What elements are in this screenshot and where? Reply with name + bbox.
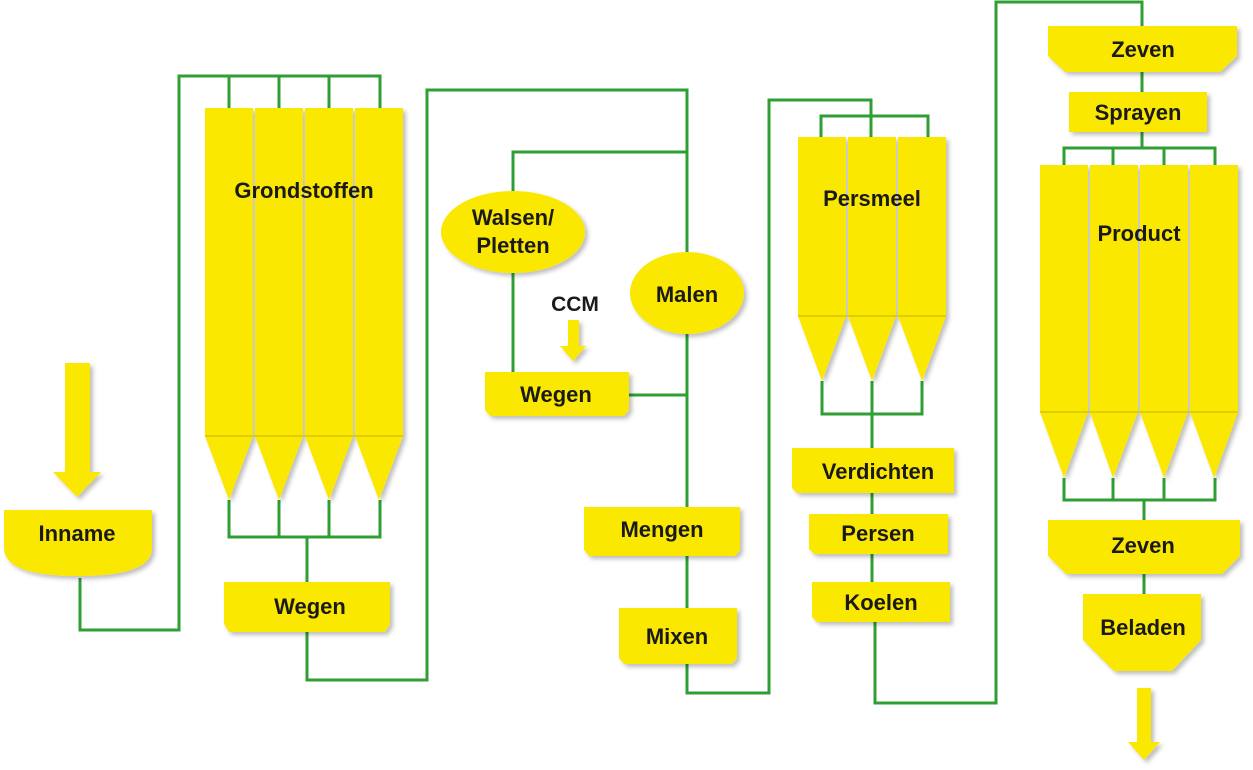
zeven-top-box: Zeven	[1048, 26, 1237, 72]
silo-1	[205, 108, 253, 500]
zeven-bottom-label: Zeven	[1111, 533, 1175, 558]
arrow-down-icon	[1128, 688, 1160, 760]
malen-ellipse: Malen	[630, 252, 744, 334]
verdichten-label: Verdichten	[822, 459, 934, 484]
beladen-hopper: Beladen	[1083, 594, 1201, 671]
inname-arrow	[53, 363, 101, 497]
product-label: Product	[1097, 221, 1181, 246]
persen-box: Persen	[809, 514, 948, 554]
ccm-label: CCM	[551, 293, 599, 316]
sprayen-box: Sprayen	[1069, 92, 1207, 132]
wegen-1-label: Wegen	[274, 594, 346, 619]
beladen-label: Beladen	[1100, 615, 1186, 640]
wegen-2-box: Wegen	[485, 372, 629, 416]
sprayen-label: Sprayen	[1095, 100, 1182, 125]
inname-label: Inname	[38, 521, 115, 546]
product-silo-4	[1190, 165, 1238, 478]
koelen-label: Koelen	[844, 590, 917, 615]
mengen-box: Mengen	[584, 507, 740, 556]
arrow-down-icon	[53, 363, 101, 497]
product-silo-3	[1140, 165, 1188, 478]
persen-label: Persen	[841, 521, 914, 546]
zeven-top-label: Zeven	[1111, 37, 1175, 62]
persmeel-silos	[798, 137, 946, 381]
malen-label: Malen	[656, 282, 718, 307]
persmeel-silo-2	[848, 137, 896, 381]
walsen-label-line1: Walsen/	[472, 205, 554, 230]
mengen-label: Mengen	[620, 517, 703, 542]
persmeel-silo-3	[898, 137, 946, 381]
silo-4	[355, 108, 403, 500]
persmeel-silo-1	[798, 137, 846, 381]
ccm-input: CCM	[551, 293, 599, 361]
product-silo-1	[1040, 165, 1088, 478]
verdichten-box: Verdichten	[792, 448, 954, 493]
product-silo-2	[1090, 165, 1138, 478]
walsen-pletten-ellipse: Walsen/ Pletten	[441, 191, 585, 273]
mixen-label: Mixen	[646, 624, 708, 649]
koelen-box: Koelen	[812, 582, 950, 622]
walsen-label-line2: Pletten	[476, 233, 549, 258]
arrow-down-icon	[560, 320, 586, 361]
mixen-box: Mixen	[619, 608, 737, 664]
grondstoffen-label: Grondstoffen	[234, 178, 373, 203]
wegen-2-label: Wegen	[520, 382, 592, 407]
output-arrow	[1128, 688, 1160, 760]
zeven-bottom-box: Zeven	[1048, 520, 1240, 574]
inname-hopper: Inname	[4, 510, 152, 576]
silo-3	[305, 108, 353, 500]
silo-2	[255, 108, 303, 500]
connector-lines	[78, 0, 1217, 705]
grondstoffen-silos	[205, 108, 403, 500]
wegen-1-box: Wegen	[224, 582, 390, 632]
product-silos	[1040, 165, 1238, 478]
persmeel-label: Persmeel	[823, 186, 921, 211]
